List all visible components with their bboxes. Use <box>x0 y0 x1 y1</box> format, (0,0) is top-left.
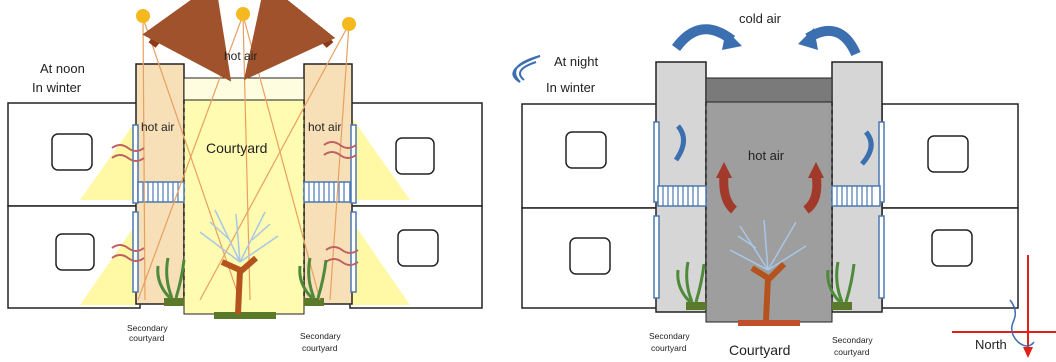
noon-panel: At noon In winter hot air hot air hot ai… <box>7 0 483 353</box>
balcony-railing-left <box>657 185 707 207</box>
balcony-railing-left <box>137 181 185 203</box>
window-icon <box>397 229 439 267</box>
sunbeam-right-upper <box>350 115 410 200</box>
courtyard-roof-band <box>183 77 305 101</box>
sun-icon <box>236 7 250 21</box>
secondary-courtyard-label: Secondary <box>300 331 341 341</box>
window-icon <box>55 233 95 271</box>
secondary-courtyard-label: courtyard <box>834 347 870 357</box>
secondary-courtyard-label: Secondary <box>649 331 690 341</box>
sunbeam-left-upper <box>80 115 140 200</box>
time-label: In winter <box>32 80 82 95</box>
sun-icon <box>136 9 150 23</box>
sun-icon <box>342 17 356 31</box>
courtyard-label: Courtyard <box>729 342 790 358</box>
secondary-courtyard-label: courtyard <box>129 333 165 343</box>
balcony-railing-right <box>303 181 351 203</box>
night-panel: cold air At night In winter hot air Cour… <box>512 11 1056 358</box>
secondary-courtyard-label: courtyard <box>302 343 338 353</box>
window-icon <box>395 137 435 175</box>
plant-icon <box>156 257 328 300</box>
heat-wave-icon <box>111 141 359 266</box>
courtyard-day <box>183 77 305 315</box>
window-icon <box>931 229 973 267</box>
window-icon <box>927 135 969 173</box>
hot-air-label: hot air <box>308 120 341 134</box>
time-label: At noon <box>40 61 85 76</box>
hot-air-label: hot air <box>748 148 785 163</box>
window-icon <box>51 133 93 171</box>
courtyard-roof-band <box>705 77 833 103</box>
sunbeam-left-lower <box>80 218 140 305</box>
cold-air-swirl-icon <box>860 130 874 166</box>
tree-icon <box>199 209 279 315</box>
sunbeam-right-lower <box>350 218 410 305</box>
hot-air-arrow-icon <box>803 173 822 214</box>
north-indicator <box>952 255 1056 358</box>
hot-air-arrow-icon <box>142 0 232 82</box>
time-label: At night <box>554 54 598 69</box>
time-label: In winter <box>546 80 596 95</box>
secondary-courtyard-label: Secondary <box>127 323 168 333</box>
hot-air-arrow-icon <box>243 0 336 81</box>
window-icon <box>569 237 611 275</box>
balcony-railing-right <box>831 185 881 207</box>
hot-air-label: hot air <box>141 120 174 134</box>
moon-icon <box>512 55 541 83</box>
north-label: North <box>975 337 1007 352</box>
window-icon <box>565 131 607 169</box>
secondary-courtyard-label: courtyard <box>651 343 687 353</box>
north-arrow-icon <box>1023 347 1033 358</box>
tree-icon <box>729 219 807 321</box>
courtyard-label: Courtyard <box>206 140 267 156</box>
cold-air-label: cold air <box>739 11 782 26</box>
cold-air-swirl-icon <box>673 124 686 162</box>
hot-air-arrow-icon <box>719 173 738 214</box>
hot-air-label: hot air <box>224 49 257 63</box>
plant-icon <box>676 261 856 304</box>
secondary-courtyard-label: Secondary <box>832 335 873 345</box>
